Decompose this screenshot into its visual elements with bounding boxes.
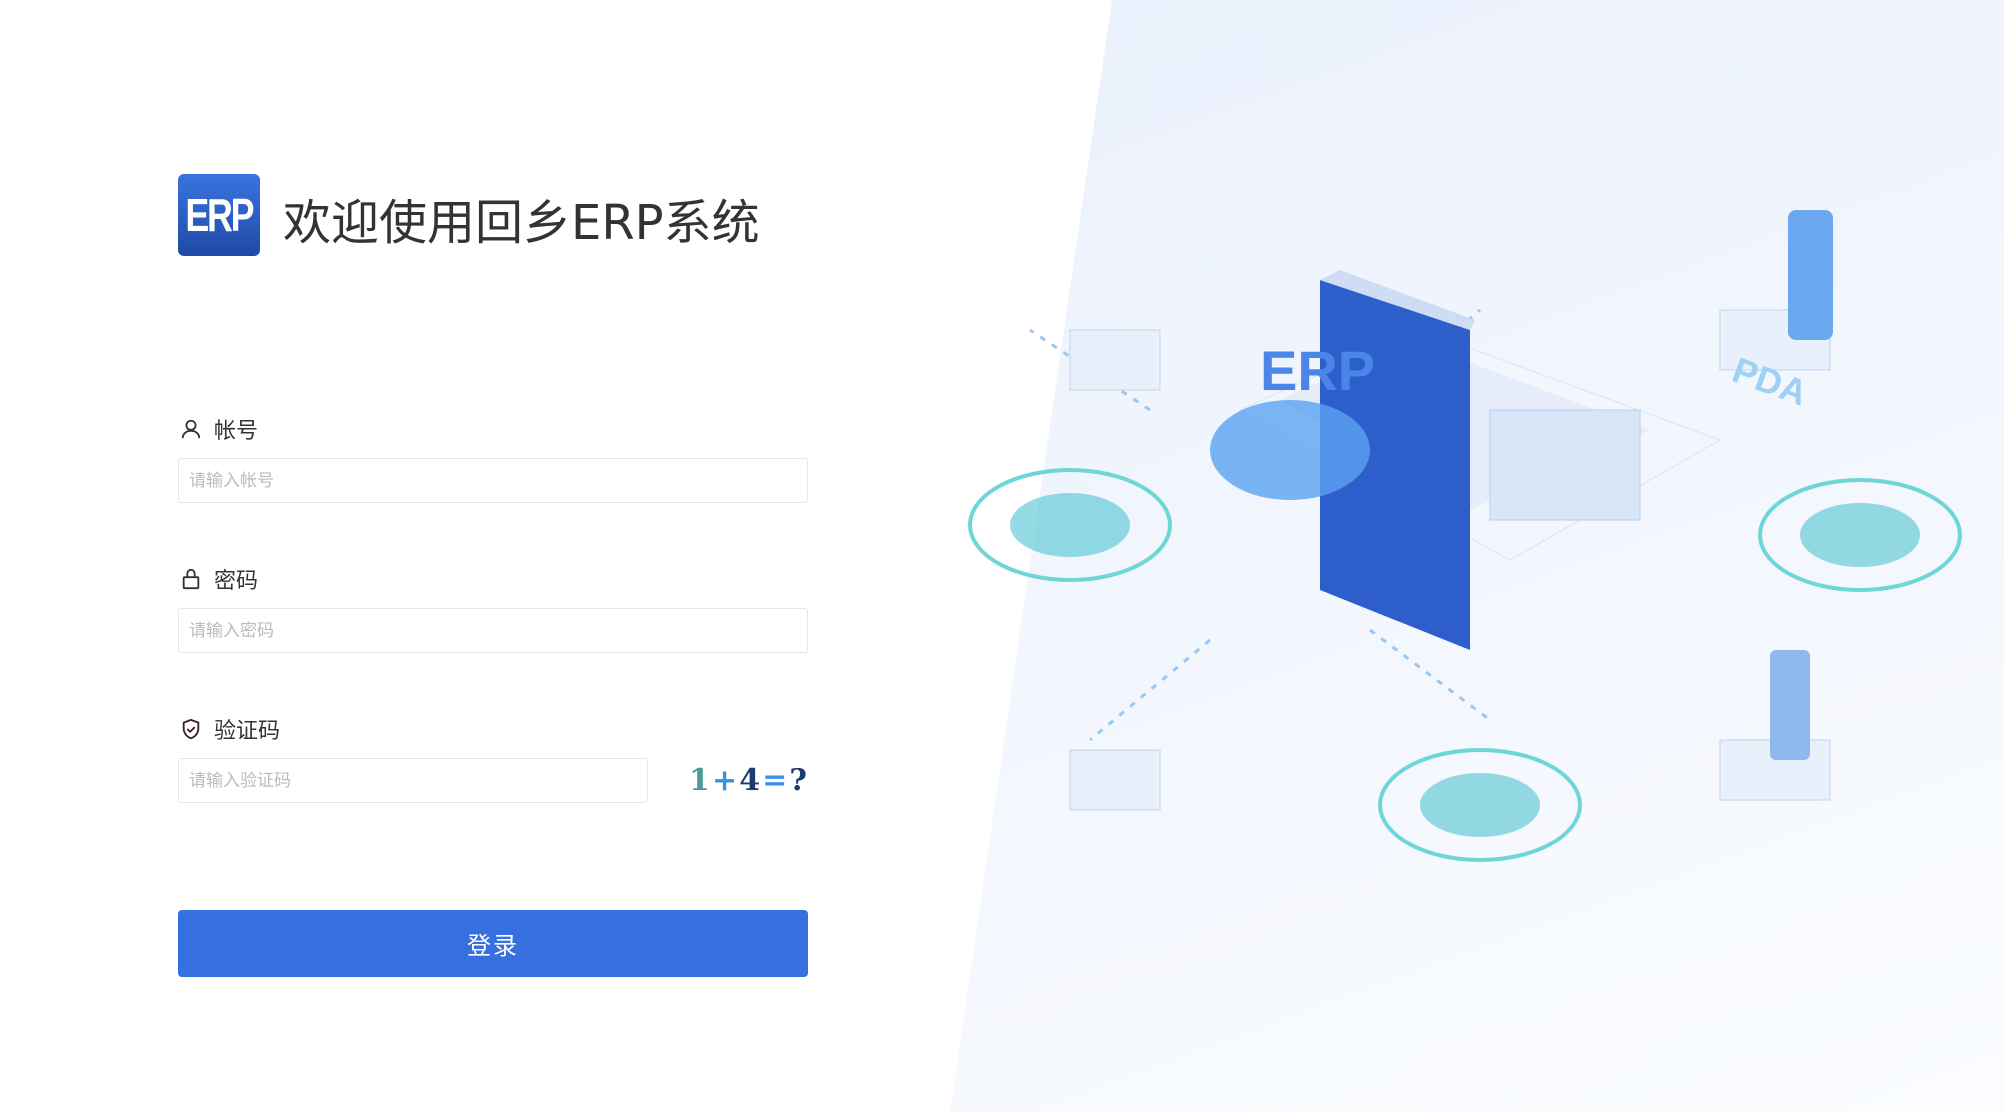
erp-logo: ERP [178, 174, 260, 256]
erp-label: ERP [1260, 339, 1375, 402]
user-icon [181, 419, 201, 439]
password-label-text: 密码 [214, 569, 259, 594]
captcha-input[interactable] [178, 758, 648, 803]
account-label: 帐号 [180, 413, 258, 445]
lock-icon [182, 568, 200, 590]
captcha-char: = [762, 762, 788, 798]
password-input[interactable] [178, 608, 808, 653]
captcha-image[interactable]: 1 + 4 = ? [688, 758, 808, 802]
captcha-char: 4 [739, 762, 761, 798]
shield-check-icon [182, 718, 200, 740]
captcha-char: + [711, 762, 738, 798]
captcha-char: ? [789, 762, 807, 798]
erp-illustration: ERP PDA [968, 210, 1962, 862]
login-button[interactable]: 登录 [178, 910, 808, 977]
password-label: 密码 [180, 563, 258, 595]
account-input[interactable] [178, 458, 808, 503]
account-label-text: 帐号 [214, 419, 259, 444]
captcha-char: 1 [689, 762, 710, 798]
captcha-label-text: 验证码 [214, 719, 281, 744]
captcha-label: 验证码 [180, 713, 280, 745]
page-title: 欢迎使用回乡ERP系统 [283, 195, 760, 251]
